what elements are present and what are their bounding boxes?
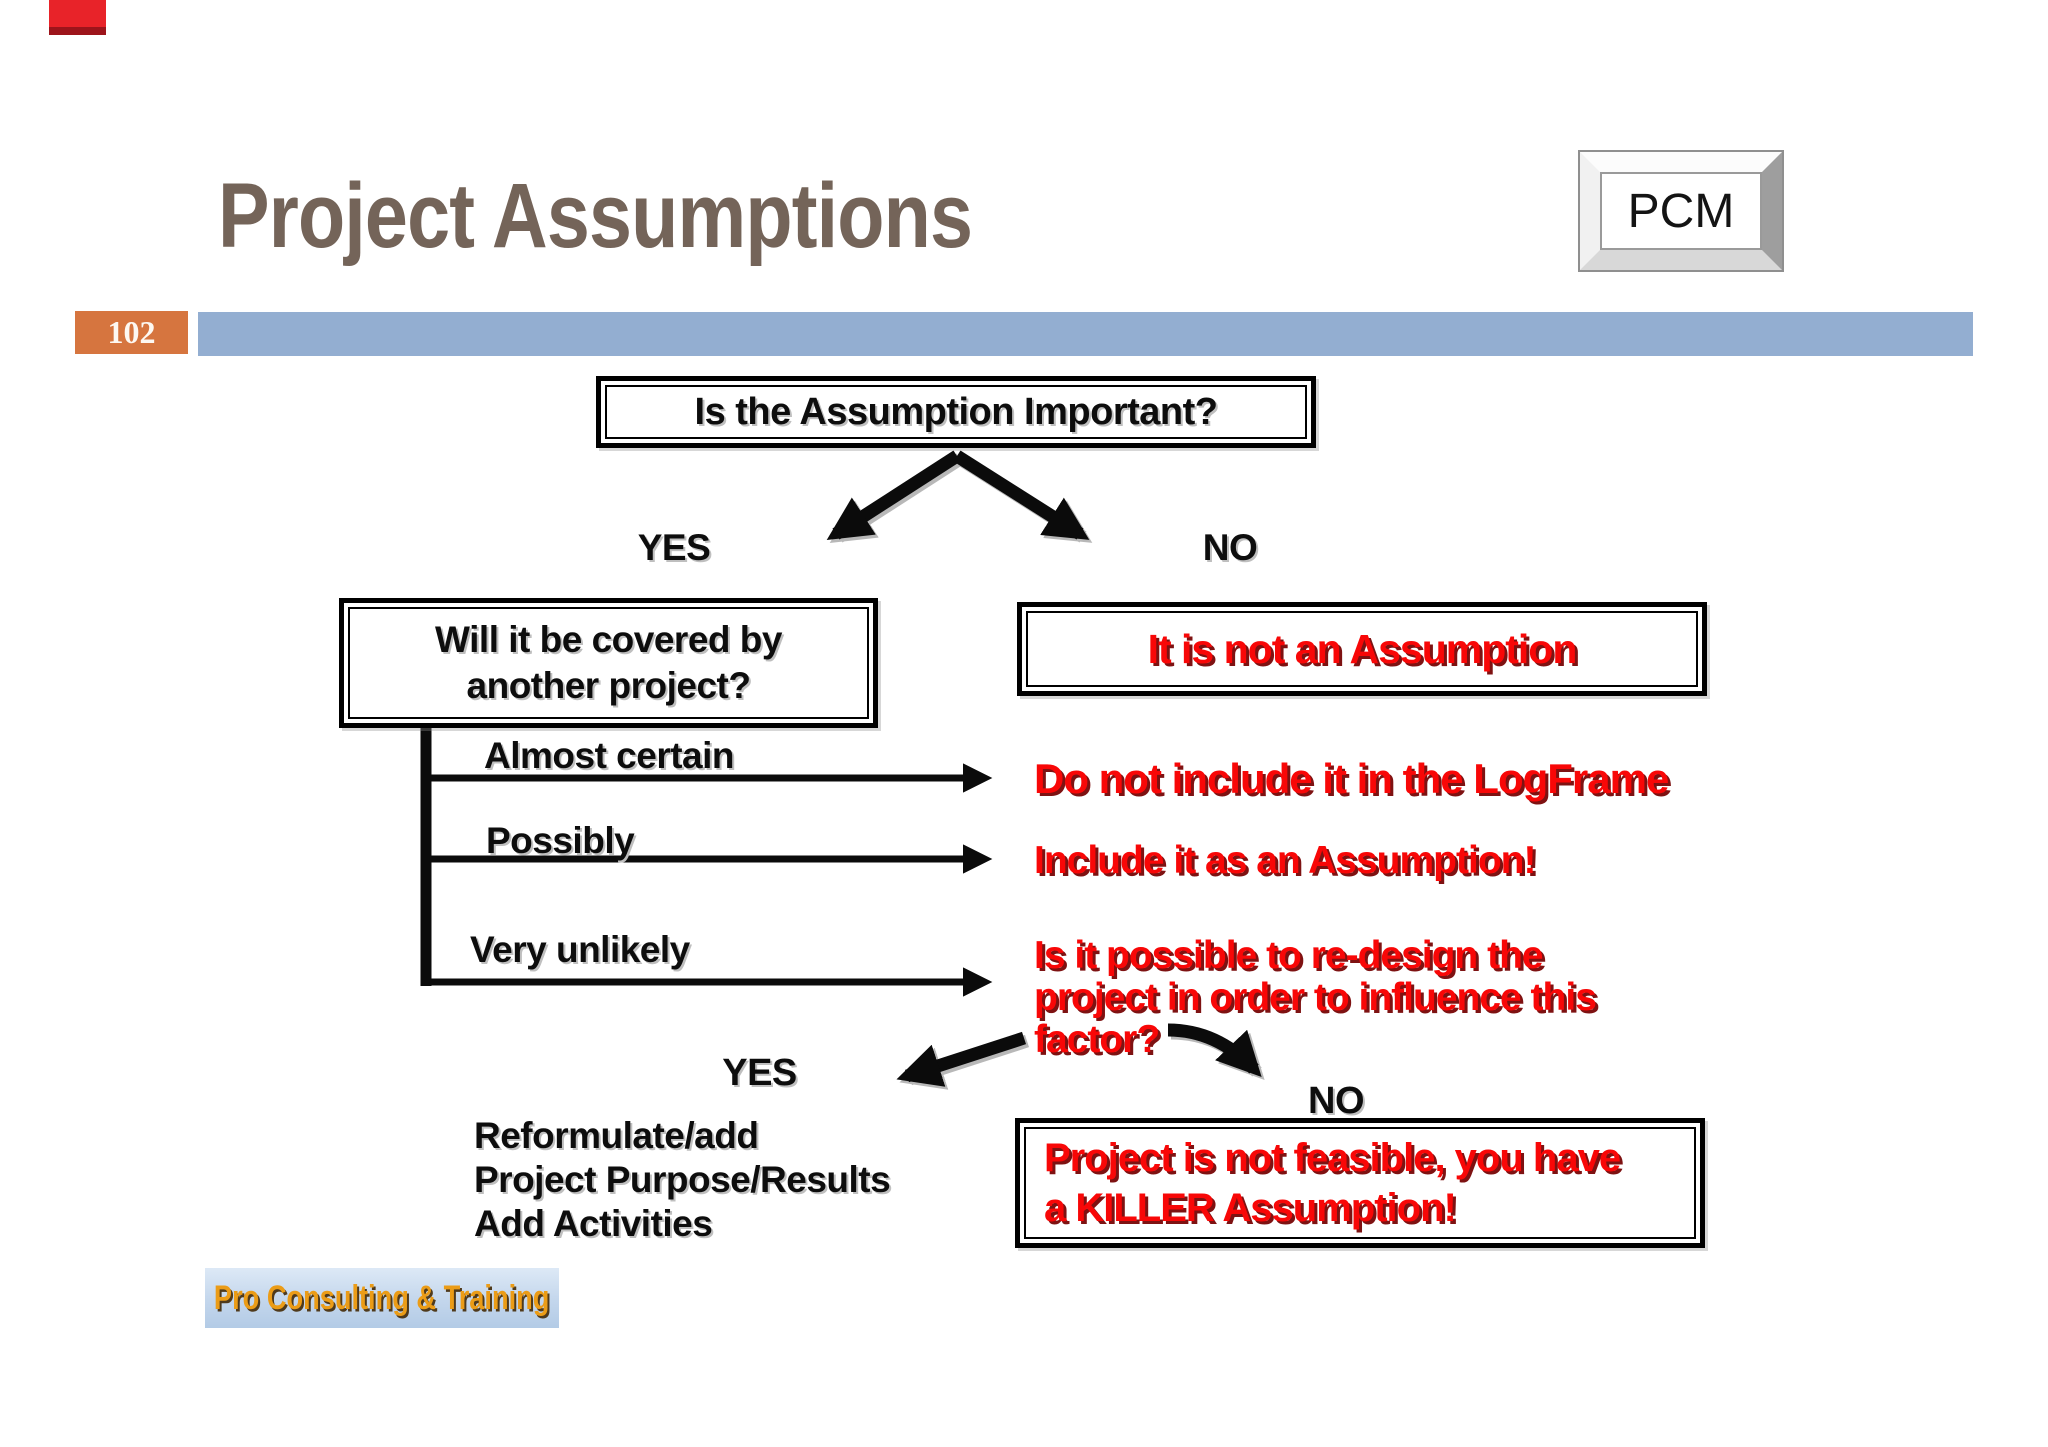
pcm-plaque: PCM xyxy=(1578,150,1784,272)
not-assumption-box: It is not an Assumption xyxy=(1017,602,1707,696)
no1-label: NO xyxy=(1202,527,1258,568)
reformulate-line1: Reformulate/add xyxy=(474,1115,759,1156)
question2-line2: another project? xyxy=(466,665,751,706)
question1-box: Is the Assumption Important? xyxy=(596,376,1316,448)
question1-label: Is the Assumption Important? xyxy=(605,385,1307,439)
logo-text: Pro Consulting & Training xyxy=(214,1278,550,1317)
page-title: Project Assumptions xyxy=(218,165,973,267)
reformulate-text: Reformulate/add Project Purpose/Results … xyxy=(474,1114,891,1246)
branch-label-possibly: Possibly xyxy=(486,820,635,861)
killer-line1: Project is not feasible, you have xyxy=(1044,1136,1621,1180)
page-number-box: 102 xyxy=(75,311,188,354)
yes1-label: YES xyxy=(637,527,711,568)
not-assumption-label: It is not an Assumption xyxy=(1026,611,1698,687)
question2-box: Will it be covered by another project? xyxy=(339,598,878,728)
yes2-label: YES xyxy=(722,1052,797,1094)
page-number: 102 xyxy=(107,314,156,350)
killer-assumption-box: Project is not feasible, you have a KILL… xyxy=(1015,1118,1705,1248)
result-redesign: Is it possible to re-design the project … xyxy=(1034,934,1597,1061)
reformulate-line2: Project Purpose/Results xyxy=(474,1159,891,1200)
question2-line1: Will it be covered by xyxy=(435,619,782,660)
reformulate-line3: Add Activities xyxy=(474,1203,713,1244)
result-redesign-line1: Is it possible to re-design the xyxy=(1034,934,1544,977)
result-redesign-line2: project in order to influence this xyxy=(1034,976,1597,1019)
killer-line2: a KILLER Assumption! xyxy=(1044,1186,1457,1230)
branch-label-very-unlikely: Very unlikely xyxy=(470,929,690,970)
no2-label: NO xyxy=(1308,1080,1365,1122)
result-include-assumption: Include it as an Assumption! xyxy=(1034,839,1536,882)
pcm-bevel-frame xyxy=(1580,152,1782,270)
logo-badge: Pro Consulting & Training xyxy=(205,1268,559,1328)
header-blue-bar xyxy=(198,312,1973,356)
branch-label-almost-certain: Almost certain xyxy=(484,735,735,776)
red-accent-bar xyxy=(49,0,106,35)
pcm-label: PCM xyxy=(1600,172,1762,250)
result-redesign-line3: factor? xyxy=(1034,1018,1160,1061)
result-do-not-include: Do not include it in the LogFrame xyxy=(1034,755,1669,802)
